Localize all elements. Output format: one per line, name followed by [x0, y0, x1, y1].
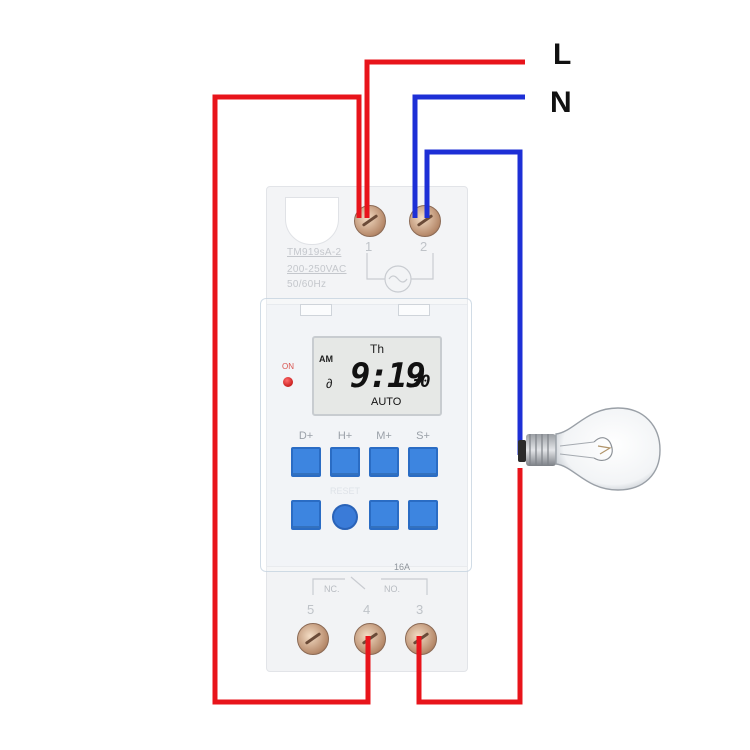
- device-top-housing: 1 2 TM919sA-2 200-250VAC 50/60Hz: [266, 186, 468, 310]
- neutral-label: N: [550, 86, 572, 119]
- terminal-2[interactable]: [409, 205, 441, 237]
- terminal-3[interactable]: [405, 623, 437, 655]
- motor-symbol-icon: [366, 253, 434, 293]
- terminal-1[interactable]: [354, 205, 386, 237]
- reset-button[interactable]: [332, 504, 358, 530]
- terminal-4-number: 4: [363, 602, 371, 617]
- display-seconds: 30: [411, 372, 431, 392]
- mounting-slot: [285, 197, 339, 245]
- current-rating: 16A: [394, 562, 411, 572]
- day-button-label: D+: [298, 430, 314, 442]
- frequency-rating: 50/60Hz: [287, 279, 327, 290]
- display-meridiem: AM: [319, 354, 333, 364]
- cover-clip-right: [398, 304, 430, 316]
- minute-plus-button[interactable]: [369, 447, 399, 477]
- clock-button[interactable]: [369, 500, 399, 530]
- voltage-rating: 200-250VAC: [287, 264, 347, 275]
- hour-button-label: H+: [337, 430, 353, 442]
- indicator-label: ON: [282, 362, 294, 371]
- timer-switch: 1 2 TM919sA-2 200-250VAC 50/60Hz ON Th A…: [260, 186, 472, 672]
- lcd-display: Th AM ∂ 9:19 30 AUTO: [312, 336, 442, 416]
- display-day: Th: [370, 342, 385, 356]
- terminal-5-number: 5: [307, 602, 315, 617]
- terminal-2-number: 2: [420, 239, 428, 254]
- cover-clip-left: [300, 304, 332, 316]
- display-mode: AUTO: [371, 396, 402, 408]
- light-bulb-icon: [518, 407, 661, 491]
- reset-label: RESET: [330, 486, 361, 496]
- manual-button[interactable]: [408, 500, 438, 530]
- normally-closed-label: NC.: [324, 584, 340, 594]
- model-number: TM919sA-2: [287, 247, 342, 258]
- second-plus-button[interactable]: [408, 447, 438, 477]
- device-bottom-housing: 5 4 3: [266, 566, 468, 672]
- power-led-icon: [283, 377, 293, 387]
- live-label: L: [553, 38, 572, 71]
- day-plus-button[interactable]: [291, 447, 321, 477]
- program-button[interactable]: [291, 500, 321, 530]
- display-indicator: ∂: [326, 376, 333, 391]
- terminal-5[interactable]: [297, 623, 329, 655]
- normally-open-label: NO.: [384, 584, 401, 594]
- terminal-3-number: 3: [416, 602, 424, 617]
- minute-button-label: M+: [376, 430, 392, 442]
- second-button-label: S+: [416, 430, 430, 442]
- terminal-4[interactable]: [354, 623, 386, 655]
- hour-plus-button[interactable]: [330, 447, 360, 477]
